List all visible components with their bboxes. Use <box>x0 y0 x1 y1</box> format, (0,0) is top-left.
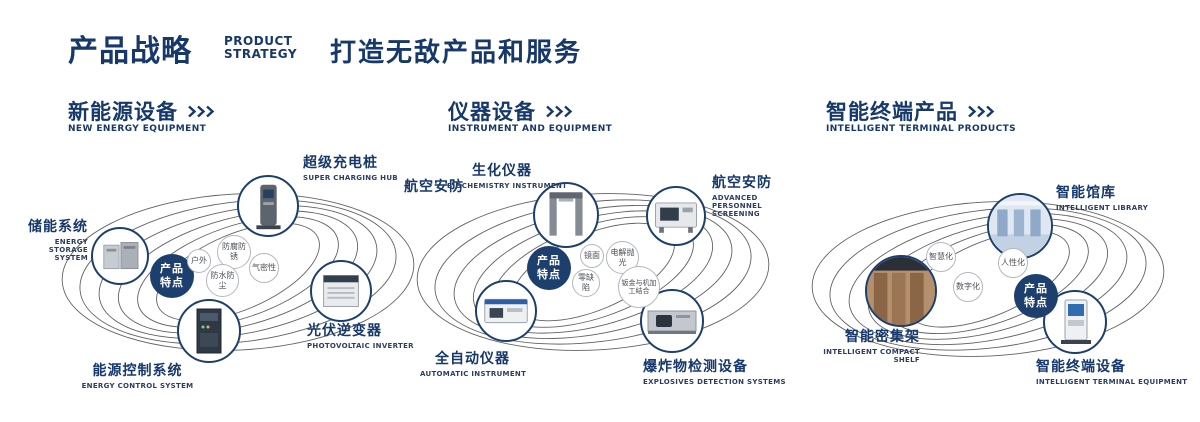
product-name: 全自动仪器 <box>435 351 510 367</box>
product-name-en: INTELLIGENT COMPACT SHELF <box>823 348 920 364</box>
feature-bubble: 户外 <box>187 249 211 273</box>
super-charging-hub-label: 超级充电桩 SUPER CHARGING HUB <box>303 152 398 182</box>
energy-storage-label: 储能系统 ENERGY STORAGE SYSTEM <box>24 216 88 262</box>
intelligent-library-image <box>987 193 1053 259</box>
section1-header: 新能源设备 <box>68 96 217 126</box>
personnel-screening-label: 航空安防 ADVANCED PERSONNEL SCREENING <box>712 172 807 218</box>
product-name-en: BIOCHEMISTRY INSTRUMENT <box>447 182 568 190</box>
charging-pile-icon <box>256 184 281 230</box>
product-name: 生化仪器 <box>472 163 532 179</box>
product-name: 储能系统 <box>28 219 88 235</box>
product-name-en: PHOTOVOLTAIC INVERTER <box>307 342 414 350</box>
super-charging-hub-image <box>237 175 299 237</box>
badge-line1: 产品 <box>160 262 184 276</box>
energy-control-label: 能源控制系统 ENERGY CONTROL SYSTEM <box>80 360 195 390</box>
product-features-badge: 产品 特点 <box>150 254 194 298</box>
photovoltaic-inverter-label: 光伏逆变器 PHOTOVOLTAIC INVERTER <box>307 320 414 350</box>
product-name-en: ENERGY STORAGE SYSTEM <box>48 238 88 262</box>
explosives-detection-label: 爆炸物检测设备 EXPLOSIVES DETECTION SYSTEMS <box>643 356 786 386</box>
product-name-en: INTELLIGENT LIBRARY <box>1056 204 1149 212</box>
compact-shelf-label: 智能密集架 INTELLIGENT COMPACT SHELF <box>820 326 920 364</box>
product-name: 航空安防 <box>712 175 772 191</box>
page-title-en: PRODUCT STRATEGY <box>224 35 297 61</box>
product-name: 智能终端设备 <box>1036 359 1126 375</box>
feature-bubble: 数字化 <box>953 272 983 302</box>
personnel-screening-image <box>646 186 706 246</box>
automatic-instrument-label: 全自动仪器 AUTOMATIC INSTRUMENT <box>420 348 527 378</box>
section2-header: 仪器设备 <box>448 96 575 126</box>
product-name: 能源控制系统 <box>92 363 183 379</box>
section3-title: 智能终端产品 <box>826 100 958 124</box>
intelligent-library-label: 智能馆库 INTELLIGENT LIBRARY <box>1056 182 1148 212</box>
storage-cabinets-icon <box>103 242 139 270</box>
library-room-icon <box>989 195 1051 257</box>
bench-instrument-icon <box>484 298 528 324</box>
badge-line2: 特点 <box>537 268 561 281</box>
security-gate-icon <box>549 192 583 236</box>
product-name-en: EXPLOSIVES DETECTION SYSTEMS <box>643 378 786 386</box>
feature-bubble: 防腐防锈 <box>217 235 251 269</box>
badge-line2: 特点 <box>160 276 184 289</box>
product-name-en: INTELLIGENT TERMINAL EQUIPMENT <box>1036 378 1188 386</box>
inverter-cabinet-icon <box>323 275 359 307</box>
photovoltaic-inverter-image <box>310 260 372 322</box>
product-name: 超级充电桩 <box>303 155 378 171</box>
badge-line2: 特点 <box>1024 296 1048 309</box>
section1-subtitle: NEW ENERGY EQUIPMENT <box>68 124 207 134</box>
triple-chevron-icon <box>968 105 995 117</box>
section2-title: 仪器设备 <box>448 100 536 124</box>
product-name-en: ADVANCED PERSONNEL SCREENING <box>712 194 762 218</box>
product-name-en: SUPER CHARGING HUB <box>303 174 398 182</box>
energy-control-image <box>177 299 241 363</box>
product-name-en: AUTOMATIC INSTRUMENT <box>420 370 527 378</box>
product-features-badge: 产品 特点 <box>527 246 571 290</box>
feature-bubble: 镜面 <box>580 244 604 268</box>
triple-chevron-icon <box>546 105 573 117</box>
biochemistry-instrument-image <box>533 182 599 248</box>
badge-line1: 产品 <box>1024 282 1048 296</box>
compact-shelf-image <box>865 255 937 327</box>
intelligent-terminal-label: 智能终端设备 INTELLIGENT TERMINAL EQUIPMENT <box>1036 356 1187 386</box>
feature-bubble: 气密性 <box>249 253 279 283</box>
section1-title: 新能源设备 <box>68 100 178 124</box>
product-name-en: ENERGY CONTROL SYSTEM <box>81 382 194 390</box>
product-name: 爆炸物检测设备 <box>643 359 748 375</box>
product-name: 智能密集架 <box>845 329 920 345</box>
section3-subtitle: INTELLIGENT TERMINAL PRODUCTS <box>826 124 1016 134</box>
page-title-en-line2: STRATEGY <box>224 47 298 61</box>
biochemistry-instrument-label: 生化仪器 BIOCHEMISTRY INSTRUMENT <box>447 160 568 190</box>
page-title: 产品战略 <box>68 34 192 69</box>
section3-header: 智能终端产品 <box>826 96 997 126</box>
product-name: 智能馆库 <box>1056 185 1116 201</box>
feature-bubble: 防水防尘 <box>206 264 239 297</box>
control-cabinet-icon <box>196 308 222 354</box>
compact-shelf-icon <box>867 257 935 325</box>
screening-machine-icon <box>655 202 697 233</box>
slogan: 打造无敌产品和服务 <box>330 38 583 68</box>
xray-scanner-icon <box>647 310 697 334</box>
automatic-instrument-image <box>475 280 537 342</box>
kiosk-terminal-icon <box>1061 299 1091 344</box>
aviation-security-side-label: 航空安防 <box>404 179 464 195</box>
feature-bubble: 人性化 <box>998 248 1028 278</box>
energy-storage-image <box>91 227 149 285</box>
product-name: 光伏逆变器 <box>307 323 382 339</box>
feature-bubble: 钣金与机加工结合 <box>618 266 660 308</box>
product-features-badge: 产品 特点 <box>1014 274 1058 318</box>
page-title-en-line1: PRODUCT <box>224 34 293 48</box>
badge-line1: 产品 <box>537 254 561 268</box>
feature-bubble: 智慧化 <box>926 242 956 272</box>
feature-bubble: 零缺陷 <box>572 269 600 297</box>
section2-subtitle: INSTRUMENT AND EQUIPMENT <box>448 124 613 134</box>
triple-chevron-icon <box>188 105 215 117</box>
